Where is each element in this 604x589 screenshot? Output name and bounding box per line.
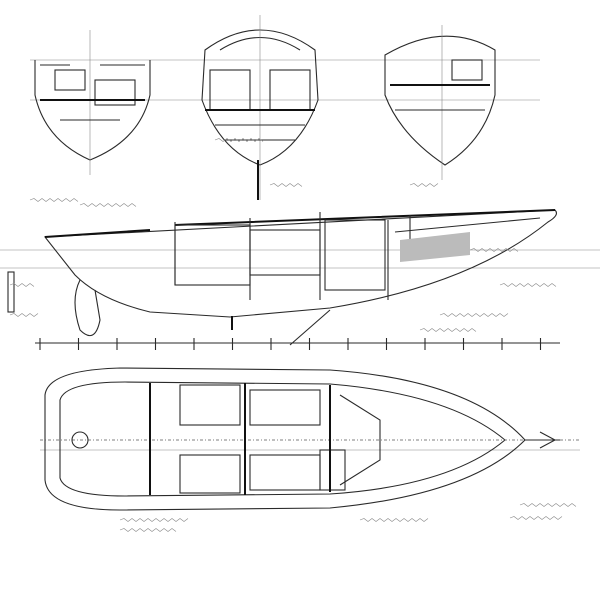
note-scribble	[499, 283, 557, 287]
note-scribble	[29, 198, 79, 202]
note-scribble	[9, 283, 35, 287]
note-scribble	[469, 248, 519, 252]
handwritten-notes	[9, 138, 577, 532]
section-view-midship	[201, 15, 319, 200]
note-scribble	[509, 516, 563, 520]
note-scribble	[269, 183, 303, 187]
note-scribble	[119, 528, 177, 532]
plan-view	[40, 367, 580, 511]
note-scribble	[79, 203, 137, 207]
station-baseline	[35, 338, 560, 350]
note-scribble	[439, 313, 509, 317]
profile-view	[7, 209, 557, 346]
section-view-aft	[34, 30, 151, 175]
note-scribble	[214, 138, 264, 142]
section-view-forward	[384, 25, 496, 180]
note-scribble	[119, 518, 189, 522]
note-scribble	[9, 313, 39, 317]
note-scribble	[409, 183, 439, 187]
note-scribble	[359, 518, 429, 522]
note-scribble	[519, 503, 577, 507]
note-scribble	[419, 328, 477, 332]
